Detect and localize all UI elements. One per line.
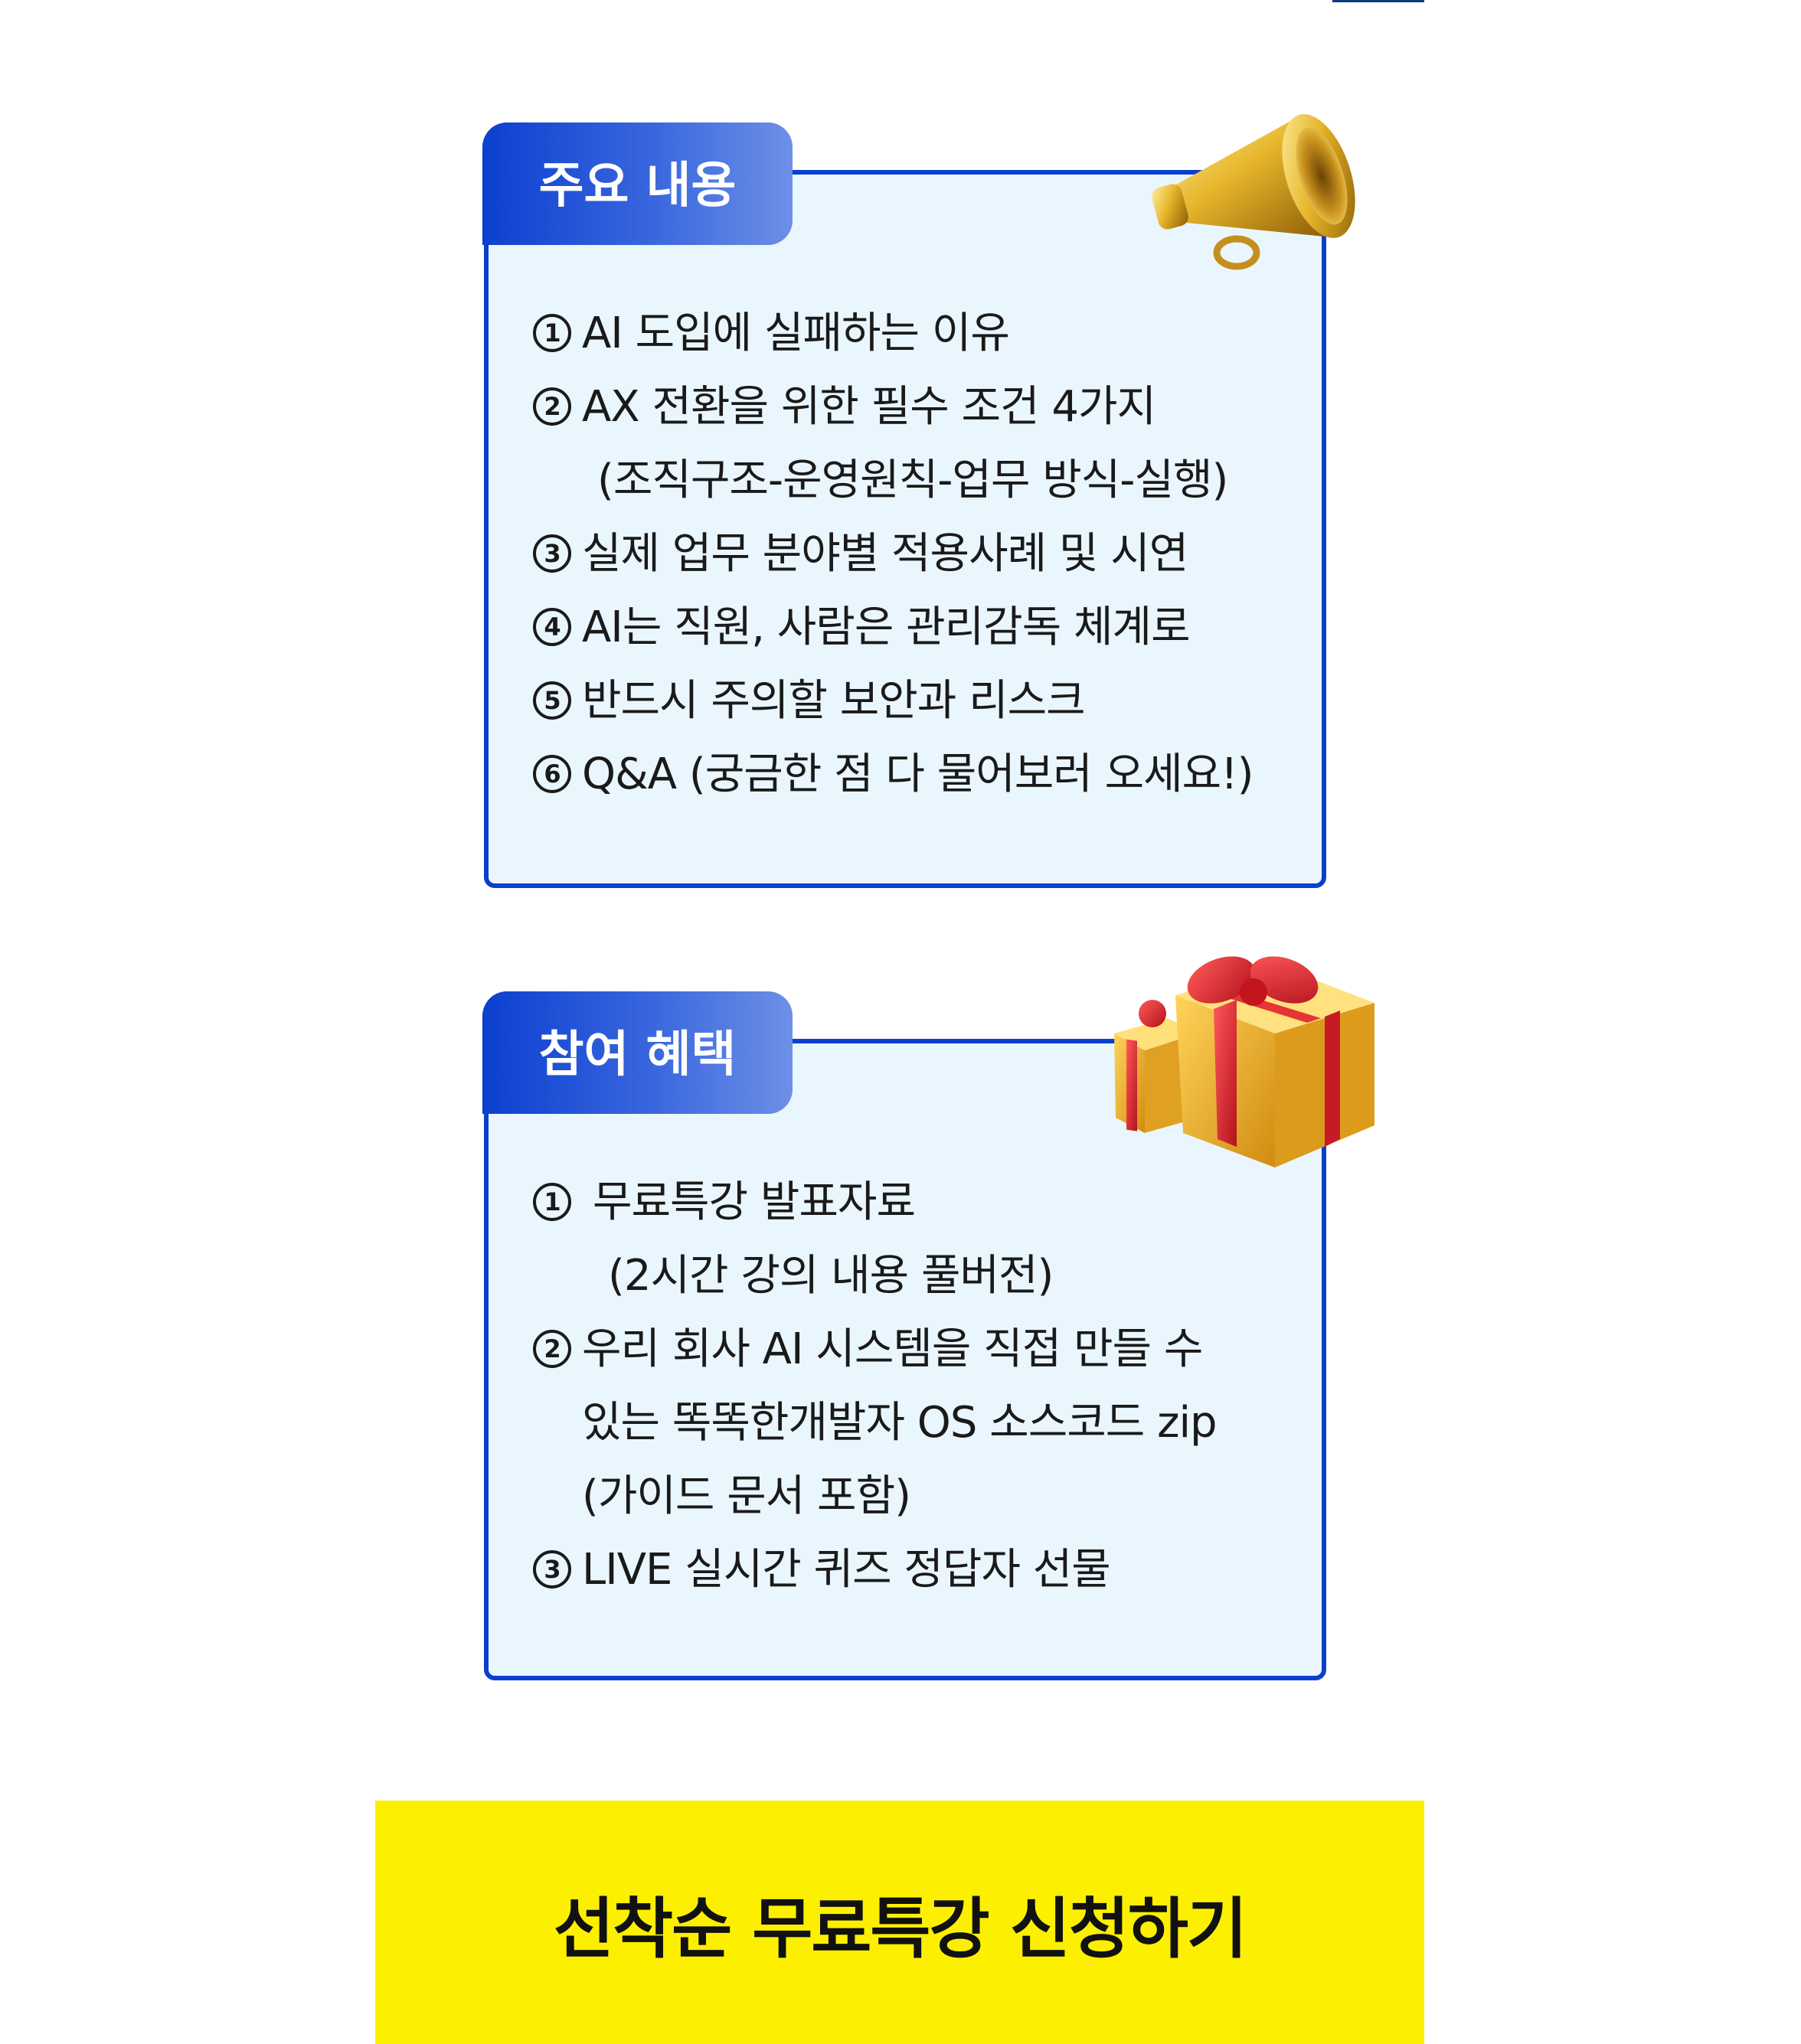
benefit-panel [484,1039,1326,1680]
list-item: 5 반드시 주의할 보안과 리스크 [533,664,1296,738]
list-item-text: 무료특강 발표자료 [593,1177,916,1227]
list-item-text: AI 도입에 실패하는 이유 [582,309,1010,358]
main-content-panel [484,170,1326,888]
gift-box-icon [1114,956,1374,1167]
list-item-text: 반드시 주의할 보안과 리스크 [582,676,1086,726]
list-item: 4 AI는 직원, 사람은 관리감독 체계로 [533,591,1296,664]
main-content-title: 주요 내용 [482,122,793,245]
number-badge: 3 [533,1550,571,1589]
list-item-text: AX 전환을 위한 필수 조건 4가지 [582,382,1156,432]
list-item: 3 실제 업무 분야별 적용사례 및 시연 [533,518,1296,591]
list-item-text: 우리 회사 AI 시스템을 직접 만들 수 [582,1324,1203,1374]
number-badge: 4 [533,608,571,646]
list-item-text: Q&A (궁금한 점 다 물어보러 오세요!) [582,749,1254,799]
list-item: 1 무료특강 발표자료 (2시간 강의 내용 풀버전) [533,1166,1296,1313]
number-badge: 2 [533,387,571,426]
apply-free-lecture-button[interactable]: 선착순 무료특강 신청하기 [375,1801,1424,2044]
number-badge: 3 [533,534,571,573]
list-item: 1 AI 도입에 실패하는 이유 [533,297,1296,371]
list-item: 2 우리 회사 AI 시스템을 직접 만들 수 있는 똑똑한개발자 OS 소스코… [533,1313,1296,1533]
list-item: 2 AX 전환을 위한 필수 조건 4가지 (조직구조-운영원칙-업무 방식-실… [533,371,1296,518]
list-item-subtext: (가이드 문서 포함) [582,1471,911,1521]
list-item: 6 Q&A (궁금한 점 다 물어보러 오세요!) [533,738,1296,811]
list-item-subtext: 있는 똑똑한개발자 OS 소스코드 zip [582,1398,1218,1448]
number-badge: 2 [533,1330,571,1368]
top-divider [1332,0,1424,2]
list-item-text: LIVE 실시간 퀴즈 정답자 선물 [582,1545,1111,1595]
number-badge: 1 [533,1183,571,1221]
main-content-list: 1 AI 도입에 실패하는 이유 2 AX 전환을 위한 필수 조건 4가지 (… [533,297,1296,811]
benefit-section: 참여 혜택 1 무료특강 발표자료 (2시간 강의 내용 풀버전) 2 우리 회… [482,991,1326,1680]
megaphone-icon [1152,114,1355,270]
main-content-section: 주요 내용 1 AI 도입에 실패하는 이유 2 AX 전환을 위한 필수 조건… [482,122,1326,888]
benefit-list: 1 무료특강 발표자료 (2시간 강의 내용 풀버전) 2 우리 회사 AI 시… [533,1166,1296,1607]
list-item-text: AI는 직원, 사람은 관리감독 체계로 [582,602,1191,652]
number-badge: 1 [533,314,571,352]
benefit-title: 참여 혜택 [482,991,793,1114]
list-item-subtext: (2시간 강의 내용 풀버전) [608,1251,1054,1301]
number-badge: 5 [533,681,571,720]
list-item-subtext: (조직구조-운영원칙-업무 방식-실행) [597,455,1228,505]
list-item: 3 LIVE 실시간 퀴즈 정답자 선물 [533,1533,1296,1607]
list-item-text: 실제 업무 분야별 적용사례 및 시연 [582,529,1188,579]
number-badge: 6 [533,755,571,793]
